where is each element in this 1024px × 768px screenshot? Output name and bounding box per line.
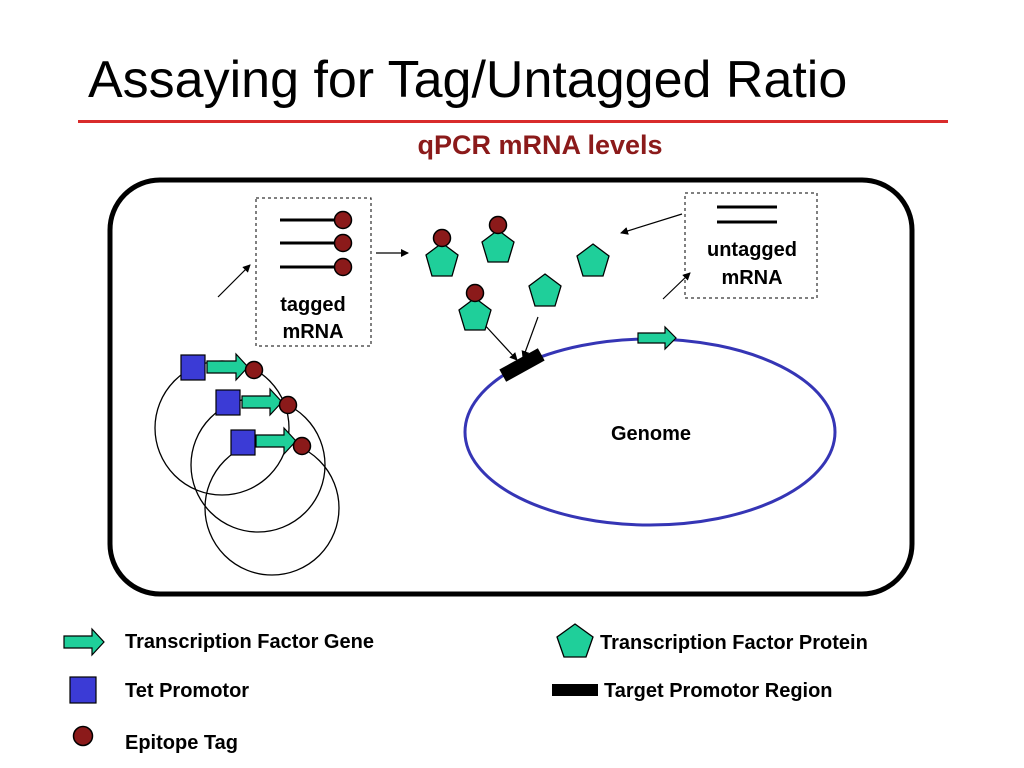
epitope-tag-icon	[465, 283, 485, 303]
transcription-factor-protein-icon	[425, 242, 459, 277]
tagged-mrna-strands	[280, 210, 353, 277]
epitope-tag-icon	[488, 215, 508, 235]
plasmid-construct-3	[230, 426, 312, 456]
arrow-untagged-to-proteins	[620, 213, 683, 235]
genome-gene-arrow-icon	[637, 325, 677, 351]
untagged-mrna-box	[684, 192, 818, 299]
genome-label: Genome	[611, 423, 691, 445]
epitope-tag-icon	[333, 210, 353, 230]
epitope-tag-icon	[244, 360, 264, 380]
legend-promoter-icon	[69, 676, 97, 704]
epitope-tag-icon	[432, 228, 452, 248]
plasmid-ring	[204, 440, 340, 576]
tet-promoter-icon	[230, 429, 256, 456]
arrow-protein-to-target-1	[481, 321, 518, 361]
epitope-tag-icon	[278, 395, 298, 415]
tagged-mrna-label-line1: tagged	[280, 294, 346, 316]
tagged-protein	[458, 283, 492, 331]
arrow-plasmid-to-tagged	[217, 264, 251, 298]
arrow-protein-to-target-2	[521, 316, 539, 359]
tagged-protein	[481, 215, 515, 263]
tet-promoter-icon	[180, 354, 206, 381]
transcription-factor-protein-icon	[458, 297, 492, 331]
untagged-mrna-label-line2: mRNA	[721, 267, 782, 289]
untagged-mrna-label-line1: untagged	[707, 239, 797, 261]
legend-gene-label: Transcription Factor Gene	[125, 631, 374, 653]
legend: Transcription Factor Gene Tet Promotor E…	[63, 623, 868, 754]
title-underline	[78, 120, 948, 123]
slide-title: Assaying for Tag/Untagged Ratio	[88, 51, 848, 109]
tet-promoter-icon	[215, 389, 241, 416]
epitope-tag-icon	[292, 436, 312, 456]
epitope-tag-icon	[333, 233, 353, 253]
transcription-factor-gene-icon	[206, 352, 249, 382]
cell-boundary	[107, 177, 915, 597]
plasmid-ring	[190, 397, 326, 533]
legend-target-icon	[552, 684, 598, 696]
plasmid-construct-1	[180, 352, 264, 382]
transcription-factor-gene-icon	[241, 387, 283, 417]
arrow-genome-to-untagged	[662, 272, 691, 300]
transcription-factor-gene-icon	[255, 426, 297, 456]
legend-epitope-icon	[72, 725, 94, 747]
slide-subtitle: qPCR mRNA levels	[417, 130, 663, 160]
tagged-mrna-label-line2: mRNA	[282, 321, 343, 343]
tagged-protein	[425, 228, 459, 277]
transcription-factor-protein-icon	[481, 229, 515, 263]
target-promoter-region	[499, 348, 545, 382]
transcription-factor-protein-icon	[528, 273, 562, 307]
untagged-mrna-strands	[717, 205, 777, 224]
legend-promoter-label: Tet Promotor	[125, 680, 249, 702]
transcription-factor-protein-icon	[576, 243, 610, 277]
legend-gene-icon	[63, 627, 105, 657]
tagged-mrna-box	[255, 197, 372, 347]
plasmid-ring	[154, 360, 290, 496]
legend-epitope-label: Epitope Tag	[125, 732, 238, 754]
legend-protein-label: Transcription Factor Protein	[600, 632, 868, 654]
epitope-tag-icon	[333, 257, 353, 277]
plasmid-construct-2	[215, 387, 298, 417]
legend-target-label: Target Promotor Region	[604, 680, 833, 702]
legend-protein-icon	[556, 623, 594, 658]
